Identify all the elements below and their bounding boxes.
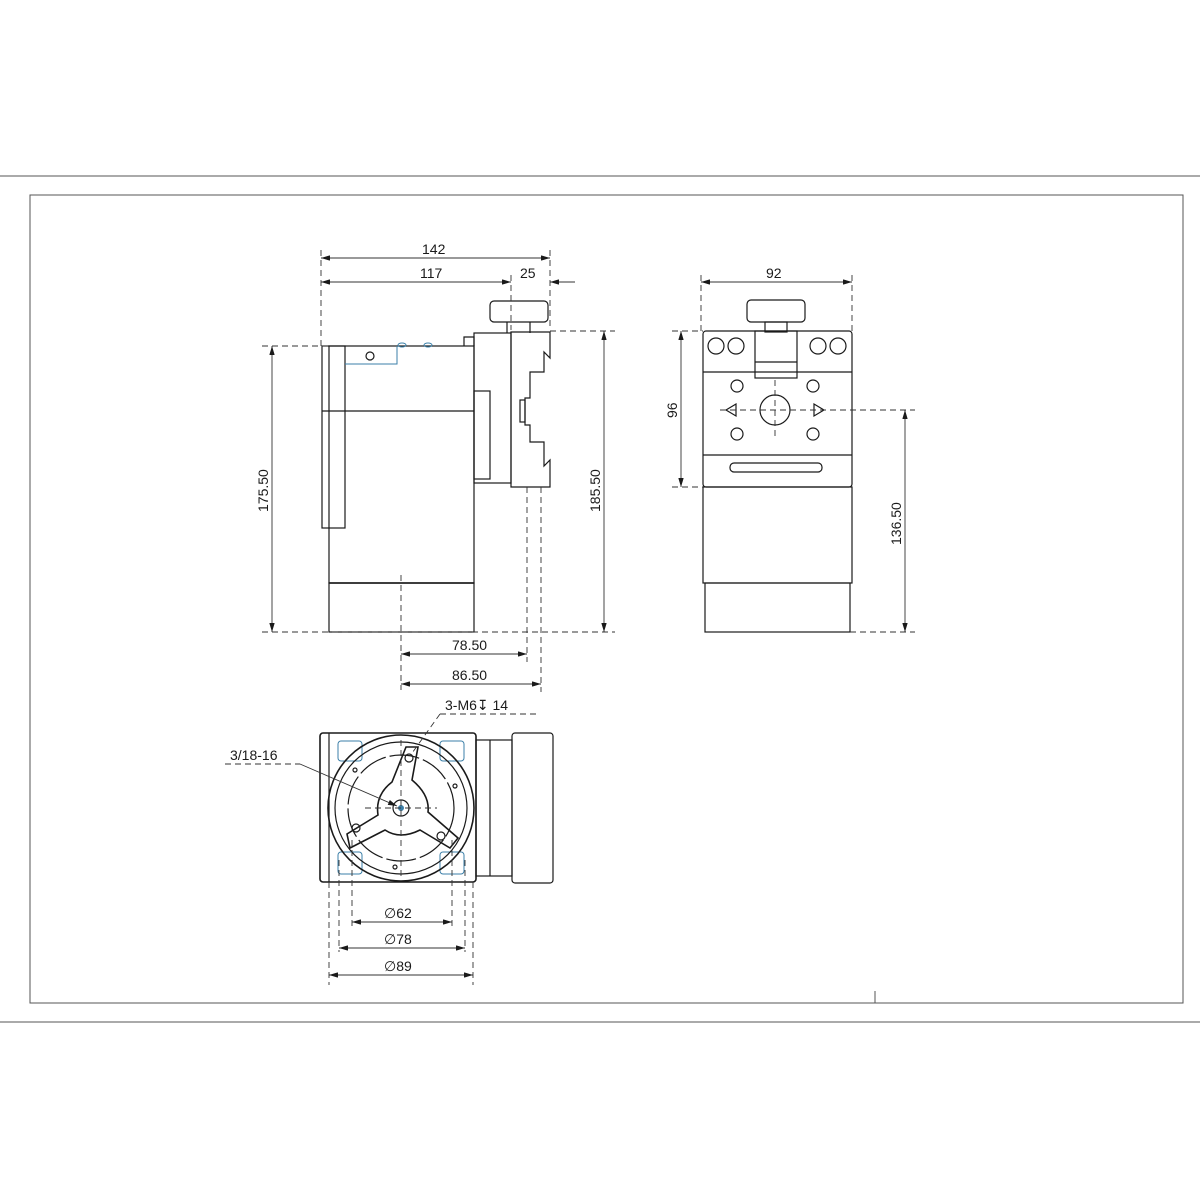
front-view xyxy=(702,299,853,633)
bottom-view xyxy=(319,732,554,884)
sheet-frame xyxy=(0,175,1200,1023)
dim-dia-inner: ∅62 xyxy=(384,905,412,921)
dim-dia-outer: ∅89 xyxy=(384,958,412,974)
dim-bracket-width: 25 xyxy=(520,265,536,281)
side-view-dimensions: 142 117 25 175.50 185.50 78.50 86.50 xyxy=(255,241,615,692)
label-mount-holes: 3-M6↧ 14 xyxy=(445,697,508,713)
dim-overall-width: 142 xyxy=(422,241,446,257)
dim-bracket-height: 96 xyxy=(664,402,680,418)
dim-body-width: 117 xyxy=(420,265,443,281)
dim-dia-mid: ∅78 xyxy=(384,931,412,947)
label-center-thread: 3/18-16 xyxy=(230,747,278,763)
dim-axis-height: 136.50 xyxy=(888,502,904,545)
dim-axis-offset-1: 78.50 xyxy=(452,637,487,653)
dim-front-width: 92 xyxy=(766,265,782,281)
dim-total-height: 185.50 xyxy=(587,469,603,512)
dim-axis-offset-2: 86.50 xyxy=(452,667,487,683)
dim-body-height: 175.50 xyxy=(255,469,271,512)
bottom-view-annotations: 3/18-16 3-M6↧ 14 ∅62 ∅78 ∅89 xyxy=(225,697,540,985)
front-view-dimensions: 92 96 136.50 xyxy=(664,265,915,633)
side-view xyxy=(321,300,551,690)
